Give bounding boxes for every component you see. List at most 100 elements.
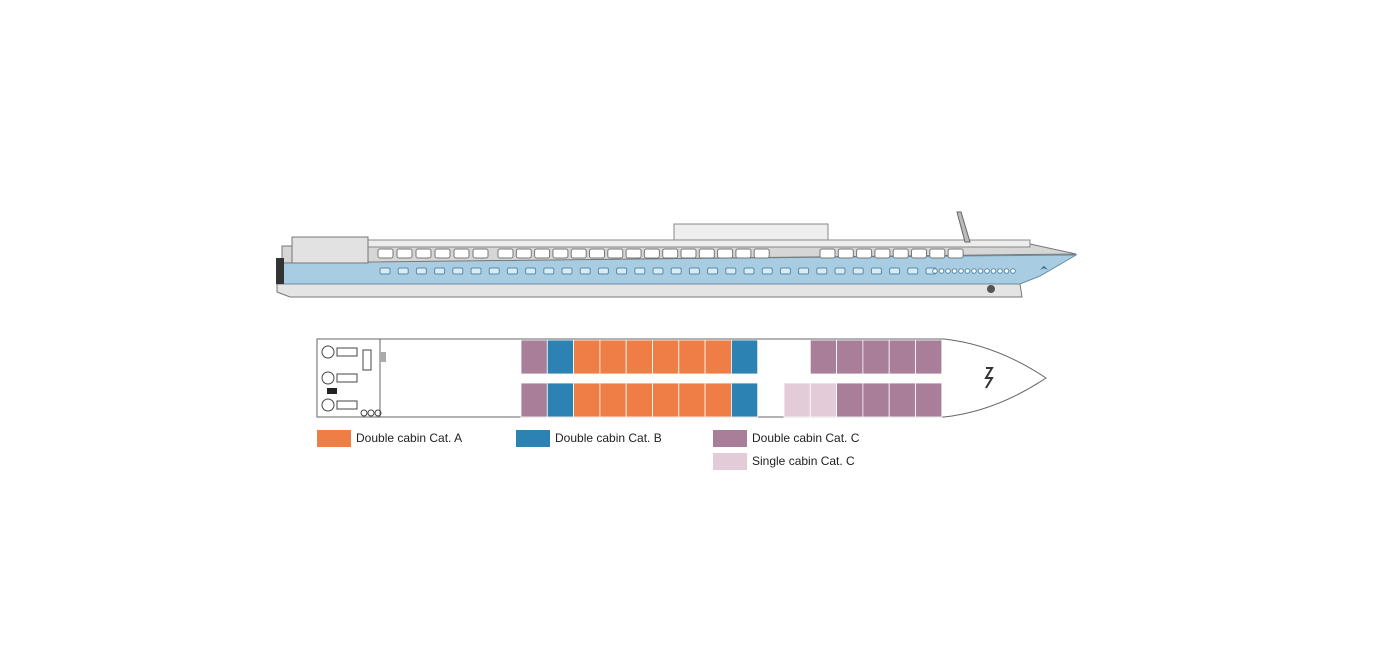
anchor-icon [987, 285, 995, 293]
porthole [1010, 268, 1016, 274]
lower-window [798, 267, 810, 275]
cabin-top-3 [573, 339, 601, 375]
upper-window [717, 248, 734, 259]
lower-window [434, 267, 446, 275]
cabin-top-14 [862, 339, 890, 375]
lower-windows [379, 267, 937, 275]
rear-structure [291, 236, 369, 264]
upper-window [643, 248, 660, 259]
lower-window [870, 267, 882, 275]
cabin-top-5 [625, 339, 653, 375]
upper-window [929, 248, 946, 259]
lower-window [889, 267, 901, 275]
upper-window [911, 248, 927, 259]
upper-window [662, 248, 679, 259]
cabins [520, 339, 943, 418]
cabin-bottom-15 [888, 382, 916, 418]
cabin-top-15 [888, 339, 916, 375]
cabin-top-9 [731, 339, 759, 375]
lower-window [415, 267, 427, 275]
lower-window [397, 267, 409, 275]
lower-window [907, 267, 919, 275]
upper-window [396, 248, 413, 259]
lower-window [688, 267, 700, 275]
upper-window [415, 248, 432, 259]
lower-window [834, 267, 846, 275]
lower-window [707, 267, 719, 275]
ship-side-profile [276, 211, 1078, 298]
legend-label-single-c: Single cabin Cat. C [752, 454, 855, 468]
porthole [932, 268, 938, 274]
lower-window [561, 267, 573, 275]
upper-window [819, 248, 836, 259]
cabin-top-7 [678, 339, 706, 375]
legend-swatch-cat-b [516, 429, 550, 447]
hull-lower [276, 283, 1023, 298]
cabin-top-12 [809, 339, 837, 375]
cabin-bottom-3 [573, 382, 601, 418]
porthole [938, 268, 945, 274]
cabin-bottom-4 [599, 382, 627, 418]
upper-window [735, 248, 752, 259]
stairs-icon [984, 367, 994, 389]
lower-window [488, 267, 500, 275]
lower-window [470, 267, 482, 275]
upper-window [589, 248, 605, 259]
porthole [964, 268, 971, 274]
porthole [971, 268, 977, 274]
lower-window [852, 267, 864, 275]
porthole [958, 268, 964, 274]
lower-window [725, 267, 737, 275]
cabin-bottom-7 [678, 382, 706, 418]
legend-item-cat-a: Double cabin Cat. A [317, 429, 462, 447]
cabin-bottom-5 [625, 382, 653, 418]
stern-equipment [321, 345, 386, 417]
cabin-top-6 [652, 339, 680, 375]
lower-window [670, 267, 682, 275]
legend-swatch-cat-c [713, 429, 747, 447]
legend-item-cat-c: Double cabin Cat. C [713, 429, 859, 447]
lower-window [616, 267, 628, 275]
cabin-bottom-1 [520, 382, 548, 418]
porthole [951, 268, 958, 274]
upper-window [874, 248, 891, 259]
lower-window [379, 267, 391, 275]
cabin-top-1 [520, 339, 548, 375]
upper-window [570, 248, 587, 259]
cabin-top-13 [836, 339, 864, 375]
cabin-bottom-8 [704, 382, 732, 418]
upper-window [753, 248, 770, 259]
lower-window [816, 267, 828, 275]
lower-window [634, 267, 646, 275]
cabin-bottom-11 [783, 382, 811, 418]
cabin-top-8 [704, 339, 732, 375]
legend-item-single-c: Single cabin Cat. C [713, 452, 855, 470]
upper-window [680, 248, 697, 259]
upper-window [534, 248, 551, 259]
cabin-bottom-13 [836, 382, 864, 418]
cabin-bottom-12 [809, 382, 837, 418]
legend-item-cat-b: Double cabin Cat. B [516, 429, 662, 447]
stern-block [276, 258, 284, 284]
upper-window [625, 248, 642, 259]
cabin-bottom-2 [546, 382, 574, 418]
mast [956, 211, 971, 243]
upper-window [607, 248, 624, 259]
porthole [984, 268, 990, 274]
legend-label-cat-c: Double cabin Cat. C [752, 431, 860, 445]
upper-window [552, 248, 569, 259]
porthole [997, 268, 1003, 274]
legend-label-cat-a: Double cabin Cat. A [356, 431, 463, 445]
upper-window [892, 248, 909, 259]
upper-window [472, 248, 489, 259]
cabin-top-16 [915, 339, 943, 375]
lower-window [579, 267, 591, 275]
upper-window [856, 248, 873, 259]
upper-window [837, 248, 854, 259]
lower-window [743, 267, 755, 275]
upper-window [434, 248, 451, 259]
porthole [990, 268, 997, 274]
lower-window [652, 267, 664, 275]
